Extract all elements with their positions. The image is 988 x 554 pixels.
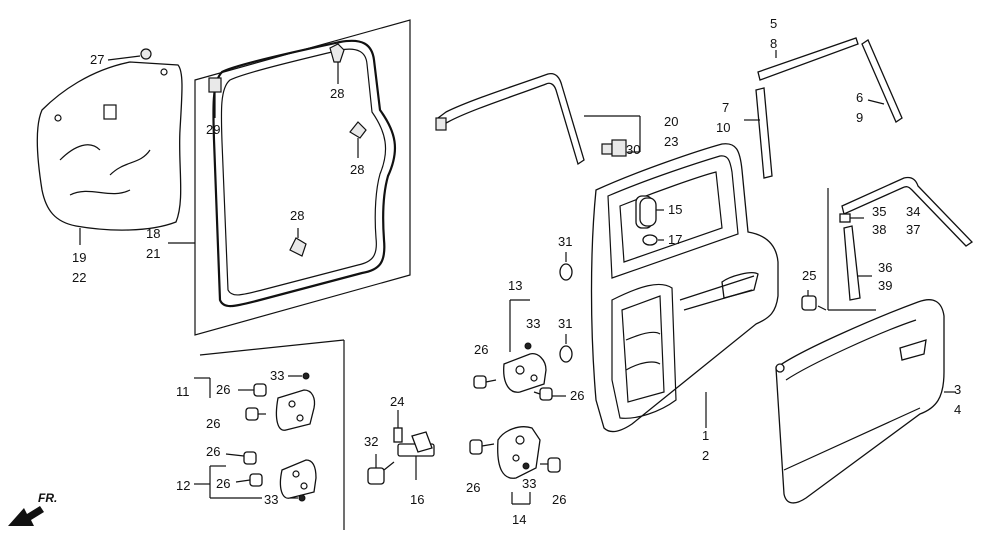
hinge-group-box <box>194 339 345 530</box>
callout-34: 34 <box>906 204 920 219</box>
callout-29: 29 <box>206 122 220 137</box>
bolt-26 <box>533 387 566 401</box>
hinge-14 <box>497 426 541 479</box>
callout-31: 31 <box>558 234 572 249</box>
callout-9: 9 <box>856 110 863 125</box>
callout-18: 18 <box>146 226 160 241</box>
pillar-trim-36-39 <box>843 225 872 301</box>
callout-30: 30 <box>626 142 640 157</box>
callout-26: 26 <box>206 416 220 431</box>
callout-26: 26 <box>466 480 480 495</box>
callout-28: 28 <box>330 86 344 101</box>
callout-8: 8 <box>770 36 777 51</box>
clip-29 <box>208 77 222 118</box>
callout-22: 22 <box>72 270 86 285</box>
washer-33 <box>288 372 310 380</box>
callout-12: 12 <box>176 478 190 493</box>
hinge-13 <box>503 342 547 393</box>
washer-33 <box>290 494 306 502</box>
callout-6: 6 <box>856 90 863 105</box>
callout-28: 28 <box>290 208 304 223</box>
clip-28 <box>289 228 307 257</box>
roof-moulding-5-8 <box>757 37 859 81</box>
callout-5: 5 <box>770 16 777 31</box>
callout-32: 32 <box>364 434 378 449</box>
plug-17 <box>642 234 664 246</box>
callout-35: 35 <box>872 204 886 219</box>
callout-20: 20 <box>664 114 678 129</box>
bolt-26 <box>235 473 263 487</box>
callout-26: 26 <box>552 492 566 507</box>
callout-3: 3 <box>954 382 961 397</box>
door-check-16 <box>397 431 435 480</box>
callout-2: 2 <box>702 448 709 463</box>
plug-31 <box>559 252 573 281</box>
hinge-12 <box>279 459 317 499</box>
callout-33: 33 <box>270 368 284 383</box>
callout-14: 14 <box>512 512 526 527</box>
callout-39: 39 <box>878 278 892 293</box>
callout-24: 24 <box>390 394 404 409</box>
front-direction-arrow-icon <box>8 506 44 526</box>
weatherstrip-box <box>194 19 411 336</box>
clip-28 <box>329 43 345 84</box>
callout-26: 26 <box>570 388 584 403</box>
callout-7: 7 <box>722 100 729 115</box>
callout-26: 26 <box>474 342 488 357</box>
plug-15 <box>639 197 664 227</box>
plug-31 <box>559 334 573 363</box>
callout-23: 23 <box>664 134 678 149</box>
rear-door-outer-skin <box>775 299 945 504</box>
bolt-26 <box>225 451 257 465</box>
front-direction-label: FR. <box>38 491 57 505</box>
callout-38: 38 <box>872 222 886 237</box>
door-sash-moulding <box>435 72 585 166</box>
callout-36: 36 <box>878 260 892 275</box>
callout-33: 33 <box>264 492 278 507</box>
callout-19: 19 <box>72 250 86 265</box>
callout-15: 15 <box>668 202 682 217</box>
pillar-moulding-7-10 <box>755 87 773 179</box>
clip-28 <box>349 121 367 158</box>
callout-37: 37 <box>906 222 920 237</box>
hinge-11 <box>275 389 316 431</box>
callout-25: 25 <box>802 268 816 283</box>
callout-1: 1 <box>702 428 709 443</box>
callout-26: 26 <box>216 476 230 491</box>
callout-31: 31 <box>558 316 572 331</box>
callout-27: 27 <box>90 52 104 67</box>
callout-33: 33 <box>526 316 540 331</box>
callout-33: 33 <box>522 476 536 491</box>
callout-21: 21 <box>146 246 160 261</box>
plug-25 <box>801 290 827 311</box>
bolt-26 <box>245 407 266 421</box>
callout-13: 13 <box>508 278 522 293</box>
callout-4: 4 <box>954 402 961 417</box>
bolt-24 <box>393 410 403 443</box>
callout-26: 26 <box>216 382 230 397</box>
callout-16: 16 <box>410 492 424 507</box>
bolt-26 <box>469 439 495 455</box>
bolt-26 <box>540 457 561 473</box>
clip-27 <box>107 48 152 61</box>
pillar-moulding-6-9 <box>861 39 903 123</box>
callout-17: 17 <box>668 232 682 247</box>
clip-30 <box>601 139 627 157</box>
rear-door-inner-panel <box>590 143 779 433</box>
callout-10: 10 <box>716 120 730 135</box>
callout-28: 28 <box>350 162 364 177</box>
callout-11: 11 <box>176 384 190 399</box>
bolt-32 <box>367 454 395 485</box>
callout-26: 26 <box>206 444 220 459</box>
bolt-26 <box>238 383 267 397</box>
sash-moulding-34-37 <box>841 176 974 247</box>
bolt-26 <box>473 375 497 389</box>
trim-35-38 <box>839 213 864 223</box>
door-lining-panel <box>36 61 183 231</box>
